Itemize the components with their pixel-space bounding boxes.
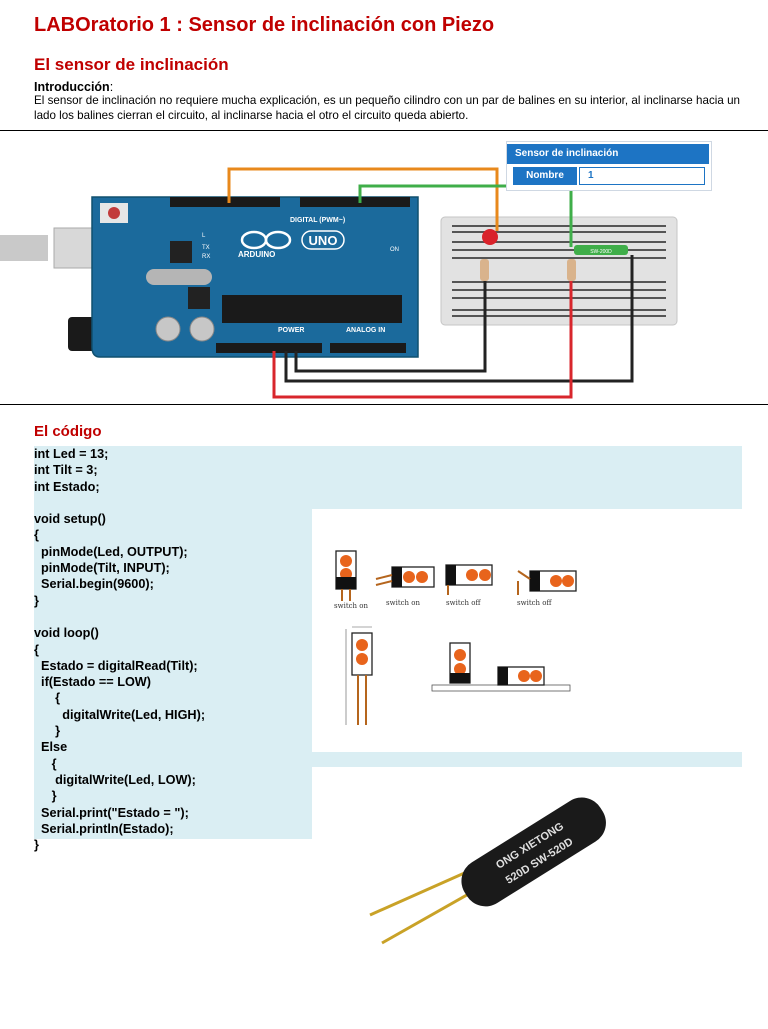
tilt-sensor-part bbox=[574, 245, 628, 255]
usb-cable bbox=[0, 235, 48, 261]
wire-red bbox=[272, 281, 573, 399]
analog-header bbox=[330, 343, 406, 353]
wire-green bbox=[358, 184, 573, 247]
on-label: ON bbox=[390, 247, 399, 253]
intro-heading: Introducción: bbox=[34, 80, 113, 94]
intro-paragraph: El sensor de inclinación no requiere muc… bbox=[34, 94, 740, 122]
wire-black-1 bbox=[284, 255, 634, 383]
digital-header-left bbox=[170, 197, 280, 207]
usb-chip bbox=[170, 241, 192, 263]
capacitor-left bbox=[155, 316, 181, 342]
wire-black-2 bbox=[294, 281, 487, 373]
crystal bbox=[146, 269, 212, 285]
caption-1: switch on bbox=[334, 602, 369, 610]
reset-button-cap bbox=[108, 207, 120, 219]
uno-badge bbox=[301, 230, 345, 250]
capacitor-right bbox=[189, 316, 215, 342]
digital-label: DIGITAL (PWM~) bbox=[290, 217, 345, 224]
caption-2: switch on bbox=[386, 599, 421, 607]
analog-label: ANALOG IN bbox=[346, 327, 385, 334]
caption-3: switch off bbox=[446, 599, 482, 607]
section-heading-sensor: El sensor de inclinación bbox=[34, 55, 229, 74]
arduino-logo-icon bbox=[240, 230, 292, 250]
section-heading-code: El código bbox=[34, 423, 102, 440]
properties-panel-title: Sensor de inclinación bbox=[507, 144, 709, 164]
digital-header-right bbox=[300, 197, 410, 207]
page-title: LABOratorio 1 : Sensor de inclinación co… bbox=[34, 14, 495, 36]
led bbox=[482, 229, 498, 245]
circuit-svg: UNO ARDUINO DIGITAL (PWM~) POWER ANALOG … bbox=[0, 167, 678, 399]
breadboard bbox=[440, 216, 678, 326]
tilt-diagram-svg: switch on switch on switch off switch of… bbox=[334, 550, 577, 725]
arduino-label: ARDUINO bbox=[238, 250, 275, 259]
breadboard-holes bbox=[452, 225, 666, 317]
tilt-sensor-photo: ONG XIETONG 520D SW-520D bbox=[342, 767, 642, 1024]
uno-label: UNO bbox=[309, 233, 338, 248]
l-label: L bbox=[202, 233, 206, 239]
tilt-switch-diagram: switch on switch on switch off switch of… bbox=[312, 509, 658, 752]
tilt-sensor-photo-svg: ONG XIETONG 520D SW-520D bbox=[369, 797, 606, 945]
rx-label: RX bbox=[202, 254, 210, 260]
properties-panel: Sensor de inclinación Nombre 1 bbox=[506, 141, 712, 191]
name-field-input[interactable]: 1 bbox=[579, 167, 705, 185]
microcontroller-chip bbox=[222, 295, 402, 323]
resistor-sensor bbox=[567, 259, 576, 281]
resistor-led bbox=[480, 259, 489, 281]
code-background-left bbox=[34, 509, 312, 839]
tilt-sensor-label: SW-200D bbox=[590, 249, 612, 255]
regulator-chip bbox=[188, 287, 210, 309]
intro-colon: : bbox=[109, 80, 114, 94]
wire-orange bbox=[227, 167, 499, 231]
caption-4: switch off bbox=[517, 599, 553, 607]
code-background-top bbox=[34, 446, 742, 509]
power-label: POWER bbox=[278, 327, 304, 334]
name-field-label: Nombre bbox=[513, 167, 577, 185]
code-block: int Led = 13; int Tilt = 3; int Estado; … bbox=[34, 447, 206, 853]
intro-label: Introducción bbox=[34, 80, 110, 94]
code-background-strip bbox=[312, 752, 742, 767]
sensor-body bbox=[461, 797, 606, 907]
circuit-diagram: UNO ARDUINO DIGITAL (PWM~) POWER ANALOG … bbox=[0, 130, 768, 405]
tx-label: TX bbox=[202, 245, 210, 251]
power-header bbox=[216, 343, 322, 353]
